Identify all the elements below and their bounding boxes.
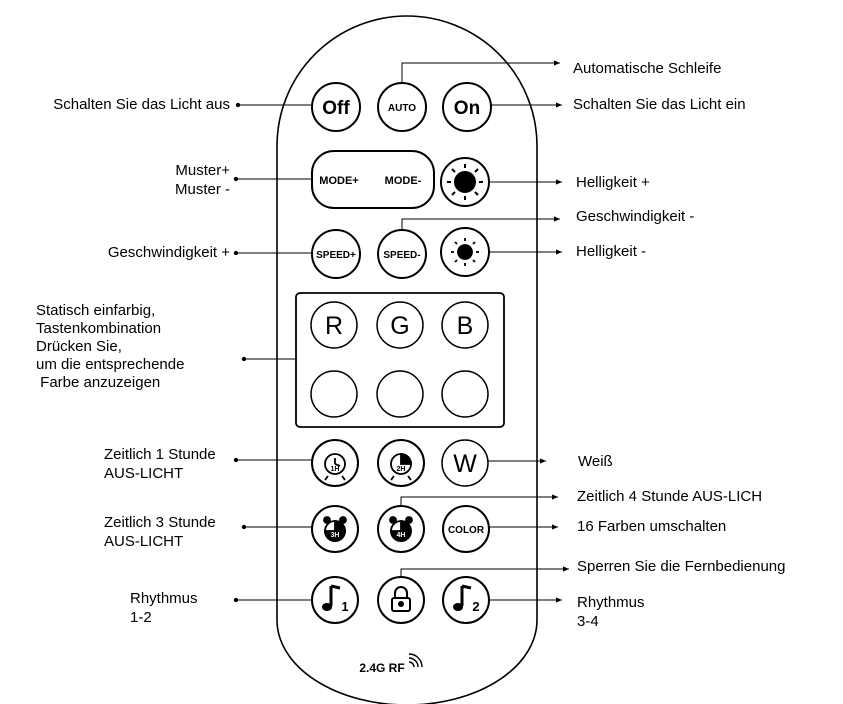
sun-small-icon (451, 238, 479, 266)
speed-minus-label: SPEED- (383, 250, 420, 261)
sun-large-icon (447, 164, 483, 200)
label-timer-3h-line2: AUS-LICHT (104, 533, 184, 550)
mode-plus-label: MODE+ (319, 175, 358, 187)
auto-button[interactable]: AUTO (377, 82, 427, 132)
speed-minus-button[interactable]: SPEED- (377, 229, 427, 279)
rhythm-1-button[interactable]: 1 (311, 576, 359, 624)
timer-1h-label: 1H (331, 466, 340, 473)
timer-2h-button[interactable]: 2H (377, 439, 425, 487)
label-static-color-line1: Statisch einfarbig, (36, 302, 156, 319)
lock-icon (391, 586, 411, 612)
label-rhythm-right-line1: Rhythmus (577, 594, 645, 611)
label-white: Weiß (578, 453, 613, 470)
rhythm-2-label: 2 (472, 599, 479, 614)
label-static-color-line4: um die entsprechende (36, 356, 185, 373)
label-pattern-plus: Muster+ (175, 162, 230, 179)
rhythm-1-label: 1 (341, 599, 348, 614)
label-light-off: Schalten Sie das Licht aus (53, 96, 230, 113)
green-button-label: G (390, 312, 409, 340)
blue-button-label: B (457, 312, 474, 340)
label-rhythm-left-line1: Rhythmus (130, 590, 198, 607)
callout-lines (233, 60, 569, 603)
brightness-down-button[interactable] (440, 227, 490, 277)
white-button-label: W (453, 450, 477, 478)
brand-label: 2.4G RF (359, 661, 404, 675)
blank-color-button-2[interactable] (376, 370, 424, 418)
label-lock-remote: Sperren Sie die Fernbedienung (577, 558, 786, 575)
red-button-label: R (325, 312, 343, 340)
label-static-color-line2: Tastenkombination (36, 320, 162, 337)
white-button[interactable]: W (441, 439, 489, 487)
brightness-up-button[interactable] (440, 157, 490, 207)
auto-button-label: AUTO (388, 103, 416, 114)
color-button-label: COLOR (448, 525, 485, 536)
alarm-clock-icon (323, 516, 347, 542)
label-timer-1h-line2: AUS-LICHT (104, 465, 184, 482)
mode-minus-label: MODE- (385, 175, 422, 187)
label-light-on: Schalten Sie das Licht ein (573, 96, 746, 113)
lock-button[interactable] (377, 576, 425, 624)
wireless-signal-icon (408, 653, 423, 668)
color-cycle-button[interactable]: COLOR (442, 505, 490, 553)
label-timer-3h-line1: Zeitlich 3 Stunde (104, 514, 216, 531)
label-sixteen-colors: 16 Farben umschalten (577, 518, 727, 535)
timer-4h-button[interactable]: 4H (377, 505, 425, 553)
blank-color-button-3[interactable] (441, 370, 489, 418)
music-note-icon (322, 584, 341, 611)
alarm-clock-icon (324, 453, 346, 481)
timer-3h-button[interactable]: 3H (311, 505, 359, 553)
off-button-label: Off (322, 98, 350, 119)
label-timer-4h: Zeitlich 4 Stunde AUS-LICH (577, 488, 763, 505)
speed-plus-button[interactable]: SPEED+ (311, 229, 361, 279)
label-auto-loop: Automatische Schleife (573, 60, 722, 77)
red-button[interactable]: R (310, 301, 358, 349)
label-speed-plus: Geschwindigkeit + (107, 244, 230, 261)
timer-1h-button[interactable]: 1H (311, 439, 359, 487)
on-button[interactable]: On (442, 82, 492, 132)
label-brightness-plus: Helligkeit + (576, 174, 650, 191)
label-brightness-minus: Helligkeit - (576, 243, 647, 260)
timer-4h-label: 4H (397, 532, 406, 539)
blue-button[interactable]: B (441, 301, 489, 349)
timer-3h-label: 3H (331, 532, 340, 539)
label-timer-1h-line1: Zeitlich 1 Stunde (104, 446, 216, 463)
off-button[interactable]: Off (311, 82, 361, 132)
label-rhythm-right-line2: 3-4 (577, 613, 599, 630)
rhythm-2-button[interactable]: 2 (442, 576, 490, 624)
on-button-label: On (454, 98, 480, 119)
mode-button-group[interactable]: MODE+ MODE- (311, 150, 435, 209)
speed-plus-label: SPEED+ (316, 250, 356, 261)
label-speed-minus: Geschwindigkeit - (576, 208, 695, 225)
timer-2h-label: 2H (397, 466, 406, 473)
label-pattern-minus: Muster - (174, 181, 230, 198)
label-static-color-line3: Drücken Sie, (36, 338, 122, 355)
music-note-icon (453, 584, 472, 611)
green-button[interactable]: G (376, 301, 424, 349)
label-rhythm-left-line2: 1-2 (130, 609, 152, 626)
label-static-color: Statisch einfarbig, Tastenkombination Dr… (24, 302, 249, 392)
label-static-color-line5: Farbe anzuzeigen (36, 374, 161, 391)
alarm-clock-icon (389, 516, 413, 542)
blank-color-button-1[interactable] (310, 370, 358, 418)
alarm-clock-icon (390, 453, 412, 481)
